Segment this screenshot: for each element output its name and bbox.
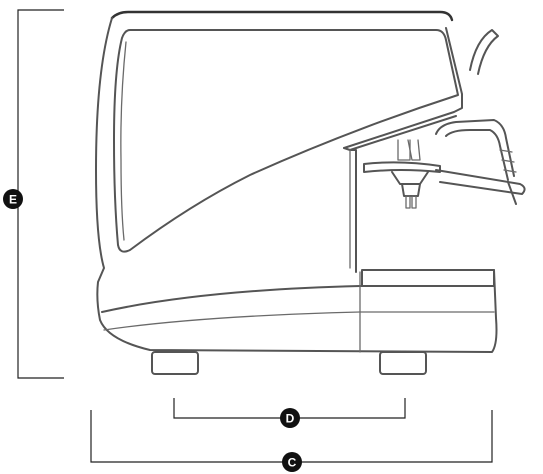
dimension-feet-spacing: D <box>173 398 406 428</box>
front-face <box>349 149 357 273</box>
dimension-label-d: D <box>286 412 295 426</box>
front-right-foot <box>379 351 427 375</box>
dimension-label-e: E <box>9 193 17 207</box>
upper-housing <box>343 27 463 149</box>
dimension-marker-e <box>3 189 23 209</box>
top-steam-pipe <box>469 29 499 75</box>
machine-body-outline <box>95 17 498 353</box>
side-panel-inner-edge <box>120 41 127 241</box>
front-left-foot <box>151 351 199 375</box>
group-head-shelf <box>343 115 457 151</box>
machine-top-rim <box>110 10 454 22</box>
dimension-overall-width: C <box>90 410 493 472</box>
base-divider-line <box>101 285 495 313</box>
steam-wand <box>435 119 517 205</box>
group-head <box>363 139 441 209</box>
espresso-machine-side-view <box>95 10 526 375</box>
side-panel-outline <box>113 29 459 253</box>
dimension-marker-d <box>280 408 300 428</box>
dimension-marker-c <box>282 452 302 472</box>
dimension-height: E <box>3 9 64 379</box>
dimension-label-c: C <box>288 456 297 470</box>
base-lower-line <box>103 311 495 331</box>
portafilter-handle <box>435 169 526 195</box>
drip-tray <box>361 269 495 287</box>
